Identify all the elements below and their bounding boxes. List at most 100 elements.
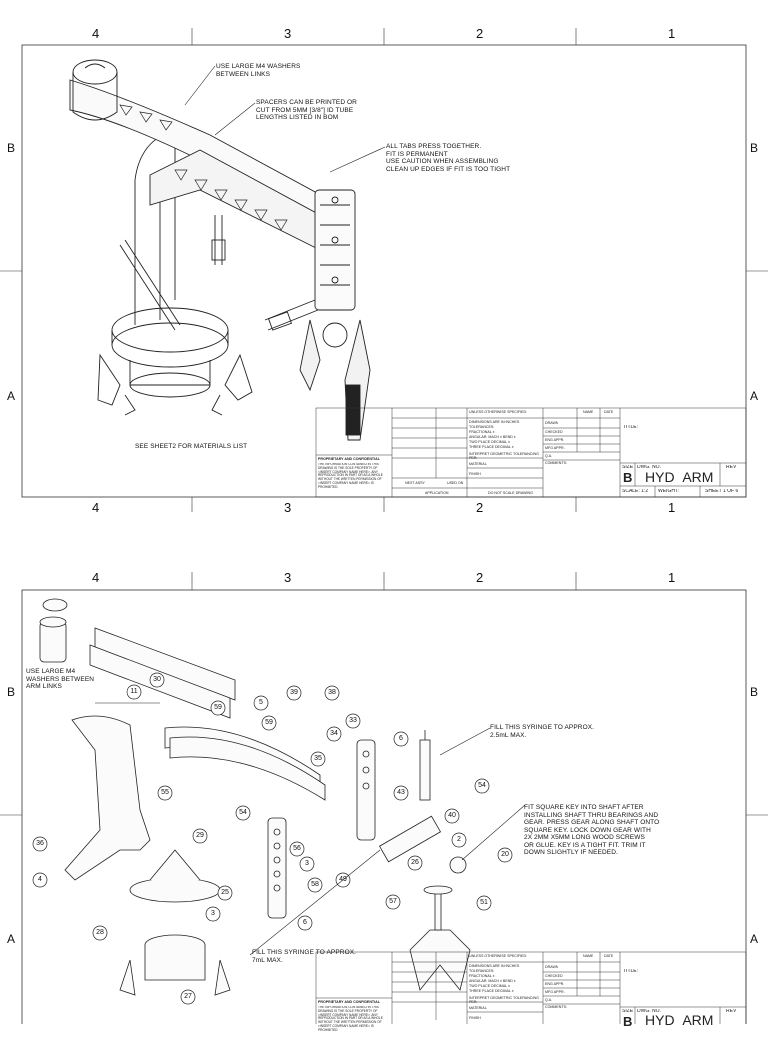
zone-letter-a-right: A <box>750 389 759 403</box>
zone-number-2-bottom: 2 <box>476 500 484 515</box>
balloon-number: 33 <box>349 716 357 724</box>
note-square-key: FIT SQUARE KEY INTO SHAFT AFTER INSTALLI… <box>524 804 660 856</box>
balloon-number: 51 <box>480 898 488 906</box>
fractional-label-s2: FRACTIONAL ± <box>469 974 495 978</box>
zone-number-1-bottom: 1 <box>668 500 676 515</box>
sheet-2-leaders <box>95 702 526 956</box>
balloon-number: 29 <box>196 831 204 839</box>
zone-number-2: 2 <box>476 26 484 41</box>
balloon-number: 20 <box>501 850 509 858</box>
next-assy-label: NEXT ASSY <box>405 481 425 485</box>
balloon-number: 39 <box>290 688 298 696</box>
zone-letter-b-right-s2: B <box>750 685 759 699</box>
dwg-no-value: HYD_ARM <box>645 471 714 484</box>
zone-letter-b-left: B <box>7 141 16 155</box>
drawn-label: DRAWN <box>545 421 559 425</box>
sheet-1-frame <box>0 28 768 512</box>
material-label-s2: MATERIAL <box>469 1006 487 1010</box>
interpret-label-s2: INTERPRET GEOMETRIC TOLERANCING PER: <box>469 996 539 1004</box>
unless-specified: UNLESS OTHERWISE SPECIFIED: <box>469 410 528 414</box>
balloon-number: 40 <box>448 811 456 819</box>
sheet-2-title-block-grid <box>315 951 747 1024</box>
interpret-label: INTERPRET GEOMETRIC TOLERANCING PER: <box>469 452 539 460</box>
date-label: DATE <box>604 410 614 414</box>
do-not-scale-label: DO NOT SCALE DRAWING <box>488 491 533 495</box>
note-tabs: ALL TABS PRESS TOGETHER. FIT IS PERMANEN… <box>386 143 511 173</box>
three-place-label-s2: THREE PLACE DECIMAL ± <box>469 989 514 993</box>
note-syringe-large: FILL THIS SYRINGE TO APPROX. 7mL MAX. <box>252 949 357 964</box>
checked-label: CHECKED <box>545 430 563 434</box>
finish-label-s2: FINISH <box>469 1016 481 1020</box>
angular-label: ANGULAR: MACH ± BEND ± <box>469 435 516 439</box>
item-balloons <box>32 672 513 1005</box>
zone-letter-b-right: B <box>750 141 759 155</box>
balloon-number: 57 <box>389 897 397 905</box>
balloon-number: 6 <box>303 918 307 926</box>
zone-number-4: 4 <box>92 26 100 41</box>
note-syringe-small: FILL THIS SYRINGE TO APPROX. 2.5mL MAX. <box>490 724 595 739</box>
comments-label: COMMENTS: <box>545 461 567 465</box>
rev-label-s2: REV <box>726 1009 737 1013</box>
balloon-number: 4 <box>38 875 42 883</box>
sheet-2-frame <box>0 572 768 1024</box>
sheet-1-title-block-grid <box>315 407 747 498</box>
angular-label-s2: ANGULAR: MACH ± BEND ± <box>469 979 516 983</box>
sheet-1-leaders <box>184 65 386 173</box>
zone-letter-b-left-s2: B <box>7 685 16 699</box>
balloon-number: 59 <box>265 718 273 726</box>
balloon-number: 3 <box>305 859 309 867</box>
zone-number-3-bottom: 3 <box>284 500 292 515</box>
material-label: MATERIAL <box>469 462 487 466</box>
balloon-number: 6 <box>399 734 403 742</box>
balloon-number: 55 <box>161 788 169 796</box>
tolerances-label: TOLERANCES: <box>469 425 495 429</box>
tolerances-label-s2: TOLERANCES: <box>469 969 495 973</box>
note-materials: SEE SHEET2 FOR MATERIALS LIST <box>135 443 248 450</box>
fractional-label: FRACTIONAL ± <box>469 430 495 434</box>
name-label-s2: NAME <box>583 954 594 958</box>
balloon-number: 30 <box>153 675 161 683</box>
zone-number-3: 3 <box>284 26 292 41</box>
qa-label: Q.A. <box>545 454 553 458</box>
used-on-label: USED ON <box>447 481 464 485</box>
balloon-number: 27 <box>184 992 192 1000</box>
note-washers-s2: USE LARGE M4 WASHERS BETWEEN ARM LINKS <box>26 668 95 690</box>
sheet-number: SHEET 1 OF 6 <box>705 489 739 493</box>
note-spacers: SPACERS CAN BE PRINTED OR CUT FROM 5MM [… <box>256 99 357 121</box>
size-value: B <box>623 471 633 484</box>
comments-label-s2: COMMENTS: <box>545 1005 567 1009</box>
drawing-sheet-1: 4 3 2 1 4 3 2 1 B B A A USE LARGE M4 WAS… <box>0 0 768 515</box>
mfg-appr-label-s2: MFG APPR. <box>545 990 565 994</box>
size-label: SIZE <box>622 465 634 469</box>
balloon-number: 49 <box>339 875 347 883</box>
checked-label-s2: CHECKED <box>545 974 563 978</box>
scale-value: SCALE: 1:2 <box>622 489 649 493</box>
balloon-number: 43 <box>397 788 405 796</box>
robot-arm-isometric <box>69 59 371 441</box>
dwg-no-label: DWG. NO. <box>637 465 661 469</box>
application-label: APPLICATION <box>425 491 449 495</box>
balloon-number: 11 <box>130 687 138 695</box>
zone-number-1-s2: 1 <box>668 570 676 585</box>
qa-label-s2: Q.A. <box>545 998 553 1002</box>
zone-number-4-s2: 4 <box>92 570 100 585</box>
proprietary-heading-s2: PROPRIETARY AND CONFIDENTIAL <box>318 1000 380 1004</box>
two-place-label-s2: TWO PLACE DECIMAL ± <box>469 984 510 988</box>
dims-label-s2: DIMENSIONS ARE IN INCHES <box>469 964 520 968</box>
proprietary-text: THE INFORMATION CONTAINED IN THIS DRAWIN… <box>318 463 383 489</box>
eng-appr-label: ENG APPR. <box>545 438 565 442</box>
proprietary-text-s2: THE INFORMATION CONTAINED IN THIS DRAWIN… <box>318 1006 383 1032</box>
balloon-number: 58 <box>311 880 319 888</box>
note-washers: USE LARGE M4 WASHERS BETWEEN LINKS <box>216 63 301 78</box>
unless-specified-s2: UNLESS OTHERWISE SPECIFIED: <box>469 954 528 958</box>
balloon-number: 38 <box>328 688 336 696</box>
mfg-appr-label: MFG APPR. <box>545 446 565 450</box>
dwg-no-label-s2: DWG. NO. <box>637 1009 661 1013</box>
rev-label: REV <box>726 465 737 469</box>
balloon-number: 28 <box>96 928 104 936</box>
zone-letter-a-left-s2: A <box>7 932 16 946</box>
balloon-number: 54 <box>239 808 247 816</box>
proprietary-heading: PROPRIETARY AND CONFIDENTIAL <box>318 457 380 461</box>
name-label: NAME <box>583 410 594 414</box>
